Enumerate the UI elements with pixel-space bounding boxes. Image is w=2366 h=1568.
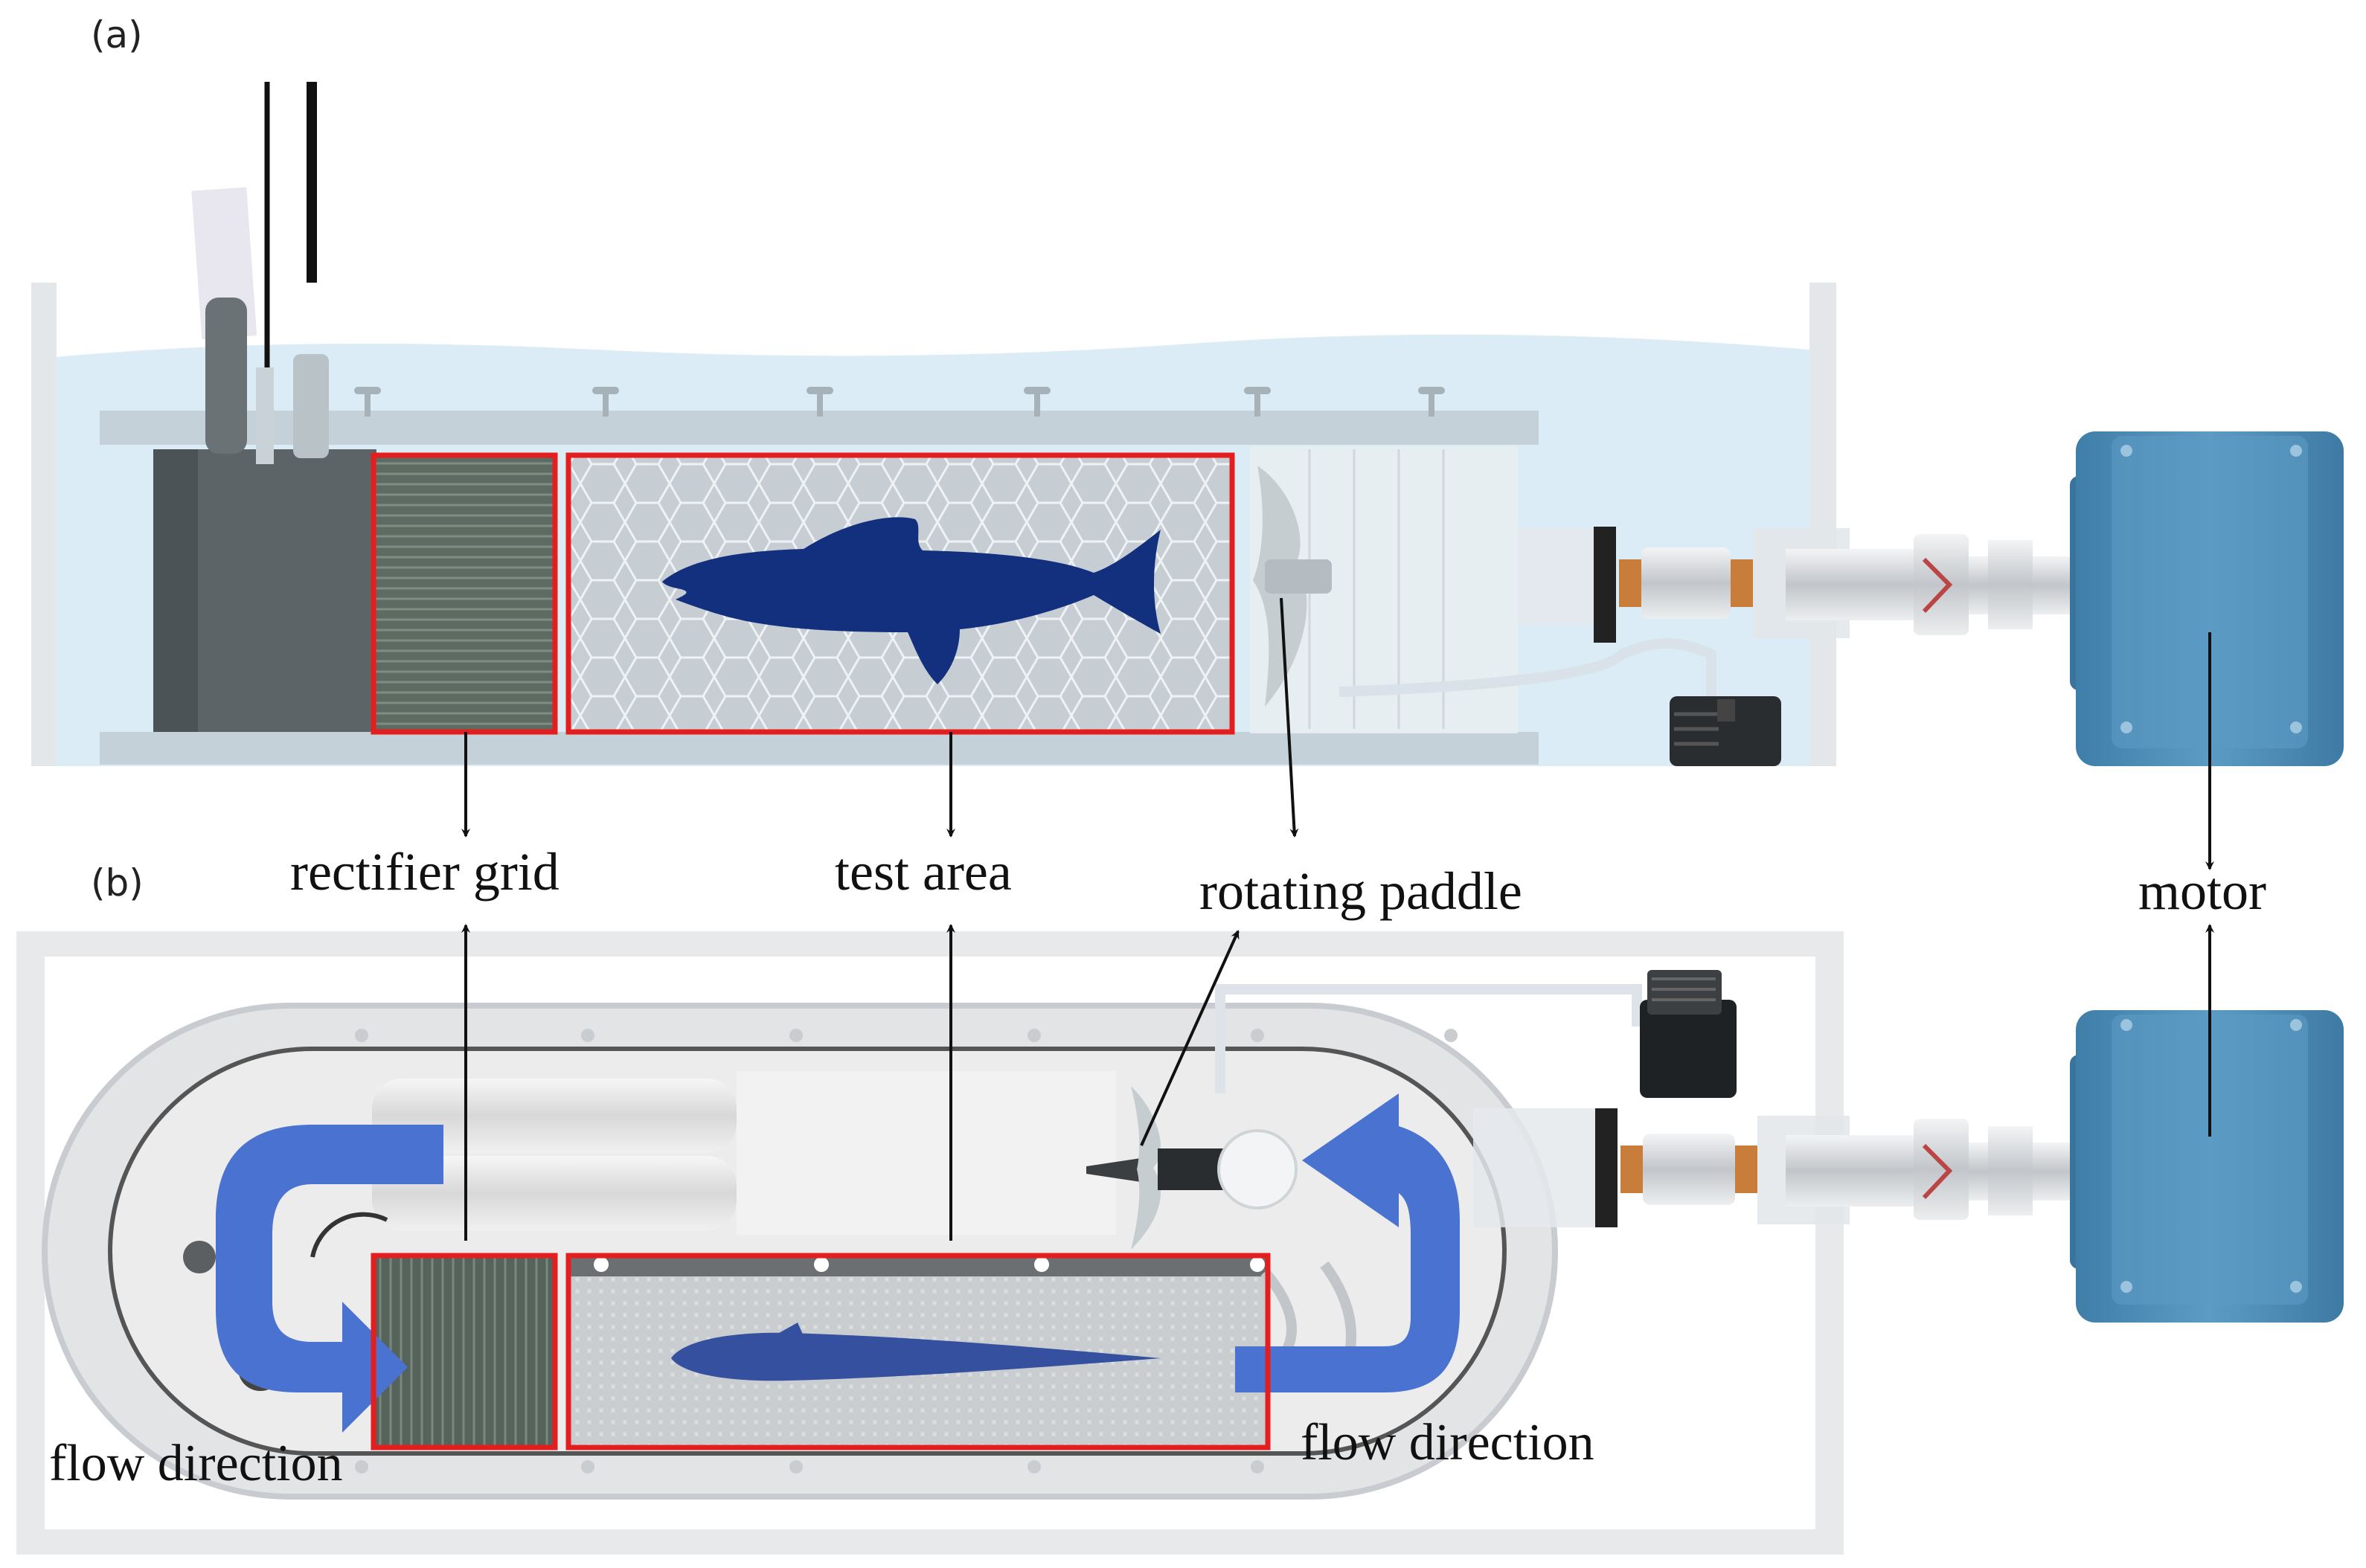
fish-top-icon (671, 1332, 1161, 1381)
rectifier-grid-top (374, 1257, 555, 1447)
fish-side-icon (662, 517, 1161, 684)
rectifier-grid-side (374, 454, 555, 732)
panel-label-b: (b) (91, 861, 144, 905)
flow-arrow-left-icon (216, 1125, 443, 1433)
motor-side-icon (2070, 431, 2344, 766)
test-area-highlight-a (565, 452, 1235, 735)
motor-top-icon (2070, 1010, 2344, 1323)
label-flow-direction-right: flow direction (1301, 1414, 1594, 1471)
pump-side-icon (1670, 696, 1781, 766)
flow-arrow-right-icon (1235, 1093, 1460, 1392)
label-rotating-paddle: rotating paddle (1199, 861, 1522, 921)
label-flow-direction-left: flow direction (49, 1435, 343, 1492)
paddle-top-icon (1086, 1086, 1298, 1250)
label-test-area: test area (835, 842, 1012, 902)
test-area-highlight-b (565, 1253, 1271, 1450)
label-rectifier-grid: rectifier grid (290, 842, 560, 902)
callout-arrows (461, 597, 2214, 1241)
pump-top-icon (1640, 970, 1737, 1098)
side-view-tank (31, 82, 2077, 766)
rectifier-grid-highlight-b (371, 1253, 558, 1450)
arrow-paddle-b (1140, 930, 1240, 1146)
top-view-tank (16, 931, 2077, 1555)
label-motor: motor (2138, 861, 2266, 921)
arrow-paddle-a (1280, 597, 1299, 838)
panel-label-a: (a) (91, 13, 143, 57)
